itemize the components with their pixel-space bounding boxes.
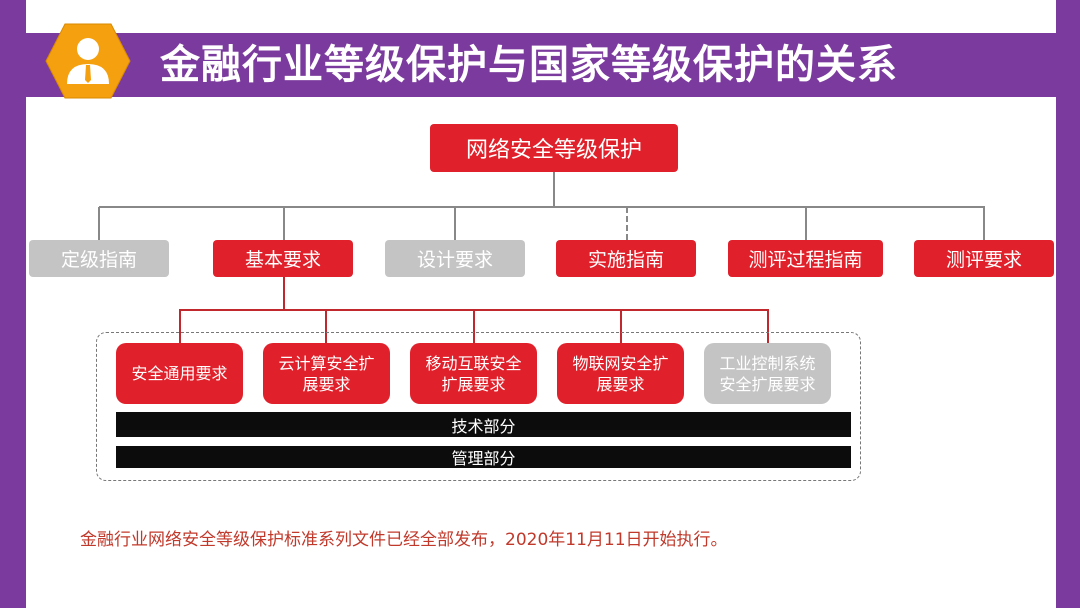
connector: [620, 310, 622, 343]
connector: [983, 207, 985, 240]
person-icon: [45, 23, 131, 99]
connector: [99, 206, 985, 208]
title-banner: [0, 33, 1080, 97]
node-grading-guide: 定级指南: [29, 240, 169, 277]
node-mobile-extension: 移动互联安全扩展要求: [410, 343, 537, 404]
technical-part-bar: 技术部分: [116, 412, 851, 437]
root-node: 网络安全等级保护: [430, 124, 678, 172]
connector: [473, 310, 475, 343]
connector: [98, 207, 100, 240]
node-ics-extension: 工业控制系统安全扩展要求: [704, 343, 831, 404]
node-implementation-guide: 实施指南: [556, 240, 696, 277]
node-cloud-extension: 云计算安全扩展要求: [263, 343, 390, 404]
page-title: 金融行业等级保护与国家等级保护的关系: [160, 42, 898, 88]
footer-note: 金融行业网络安全等级保护标准系列文件已经全部发布，2020年11月11日开始执行…: [80, 530, 728, 550]
connector-dashed: [626, 207, 628, 240]
node-design-requirements: 设计要求: [385, 240, 525, 277]
node-basic-requirements: 基本要求: [213, 240, 353, 277]
connector: [283, 207, 285, 240]
connector: [553, 172, 555, 207]
connector: [283, 277, 285, 310]
connector: [805, 207, 807, 240]
connector: [454, 207, 456, 240]
node-assessment-requirements: 测评要求: [914, 240, 1054, 277]
management-part-bar: 管理部分: [116, 446, 851, 468]
node-assessment-process-guide: 测评过程指南: [728, 240, 883, 277]
connector: [179, 310, 181, 343]
node-iot-extension: 物联网安全扩展要求: [557, 343, 684, 404]
connector: [767, 310, 769, 343]
left-purple-border: [0, 0, 26, 608]
connector: [325, 310, 327, 343]
node-general-requirements: 安全通用要求: [116, 343, 243, 404]
right-purple-border: [1056, 0, 1080, 608]
extension-group: [96, 332, 861, 481]
